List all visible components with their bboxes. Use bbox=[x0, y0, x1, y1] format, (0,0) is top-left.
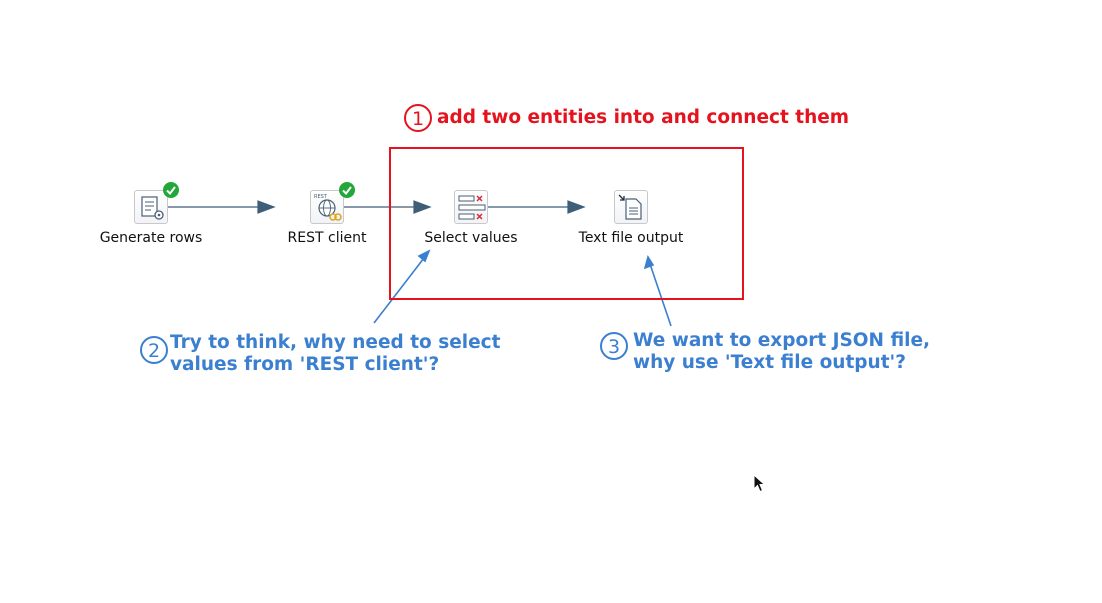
annotation-2-arrow-head bbox=[417, 249, 431, 263]
annotation-3-text: We want to export JSON file, why use 'Te… bbox=[633, 330, 930, 374]
generate-rows-icon bbox=[141, 196, 164, 220]
svg-text:REST: REST bbox=[314, 194, 328, 200]
select-values-icon bbox=[458, 195, 486, 220]
annotation-2-number: 2 bbox=[140, 336, 168, 364]
step-ok-icon bbox=[163, 182, 179, 198]
mouse-cursor-icon bbox=[753, 474, 766, 493]
step-label-select-values: Select values bbox=[424, 230, 518, 246]
annotation-3-arrow-head bbox=[643, 255, 655, 270]
highlight-box bbox=[389, 147, 744, 300]
step-ok-icon bbox=[339, 182, 355, 198]
annotation-1-text: add two entities into and connect them bbox=[437, 107, 850, 128]
text-file-output-icon bbox=[618, 194, 642, 220]
step-rest-client[interactable]: REST bbox=[310, 190, 344, 224]
annotation-3-number: 3 bbox=[600, 332, 628, 360]
rest-client-icon: REST bbox=[314, 194, 342, 221]
step-select-values[interactable] bbox=[454, 190, 488, 224]
annotation-1-number: 1 bbox=[404, 104, 432, 132]
annotation-3-pointer bbox=[649, 263, 672, 327]
annotation-3-line-2: why use 'Text file output'? bbox=[633, 352, 906, 373]
step-label-rest-client: REST client bbox=[287, 230, 367, 246]
step-label-generate-rows: Generate rows bbox=[99, 230, 203, 246]
annotation-2-text: Try to think, why need to select values … bbox=[170, 332, 500, 376]
hop-arrow-head bbox=[413, 200, 432, 214]
hop-arrow-head bbox=[257, 200, 276, 214]
hop-arrow-head bbox=[567, 200, 586, 214]
annotation-2-line-1: Try to think, why need to select bbox=[170, 332, 501, 353]
annotation-2-pointer bbox=[373, 257, 425, 324]
annotation-2-line-2: values from 'REST client'? bbox=[170, 354, 440, 375]
step-text-file-output[interactable] bbox=[614, 190, 648, 224]
annotation-3-line-1: We want to export JSON file, bbox=[633, 330, 931, 351]
step-label-text-file-output: Text file output bbox=[578, 230, 684, 246]
step-generate-rows[interactable] bbox=[134, 190, 168, 224]
